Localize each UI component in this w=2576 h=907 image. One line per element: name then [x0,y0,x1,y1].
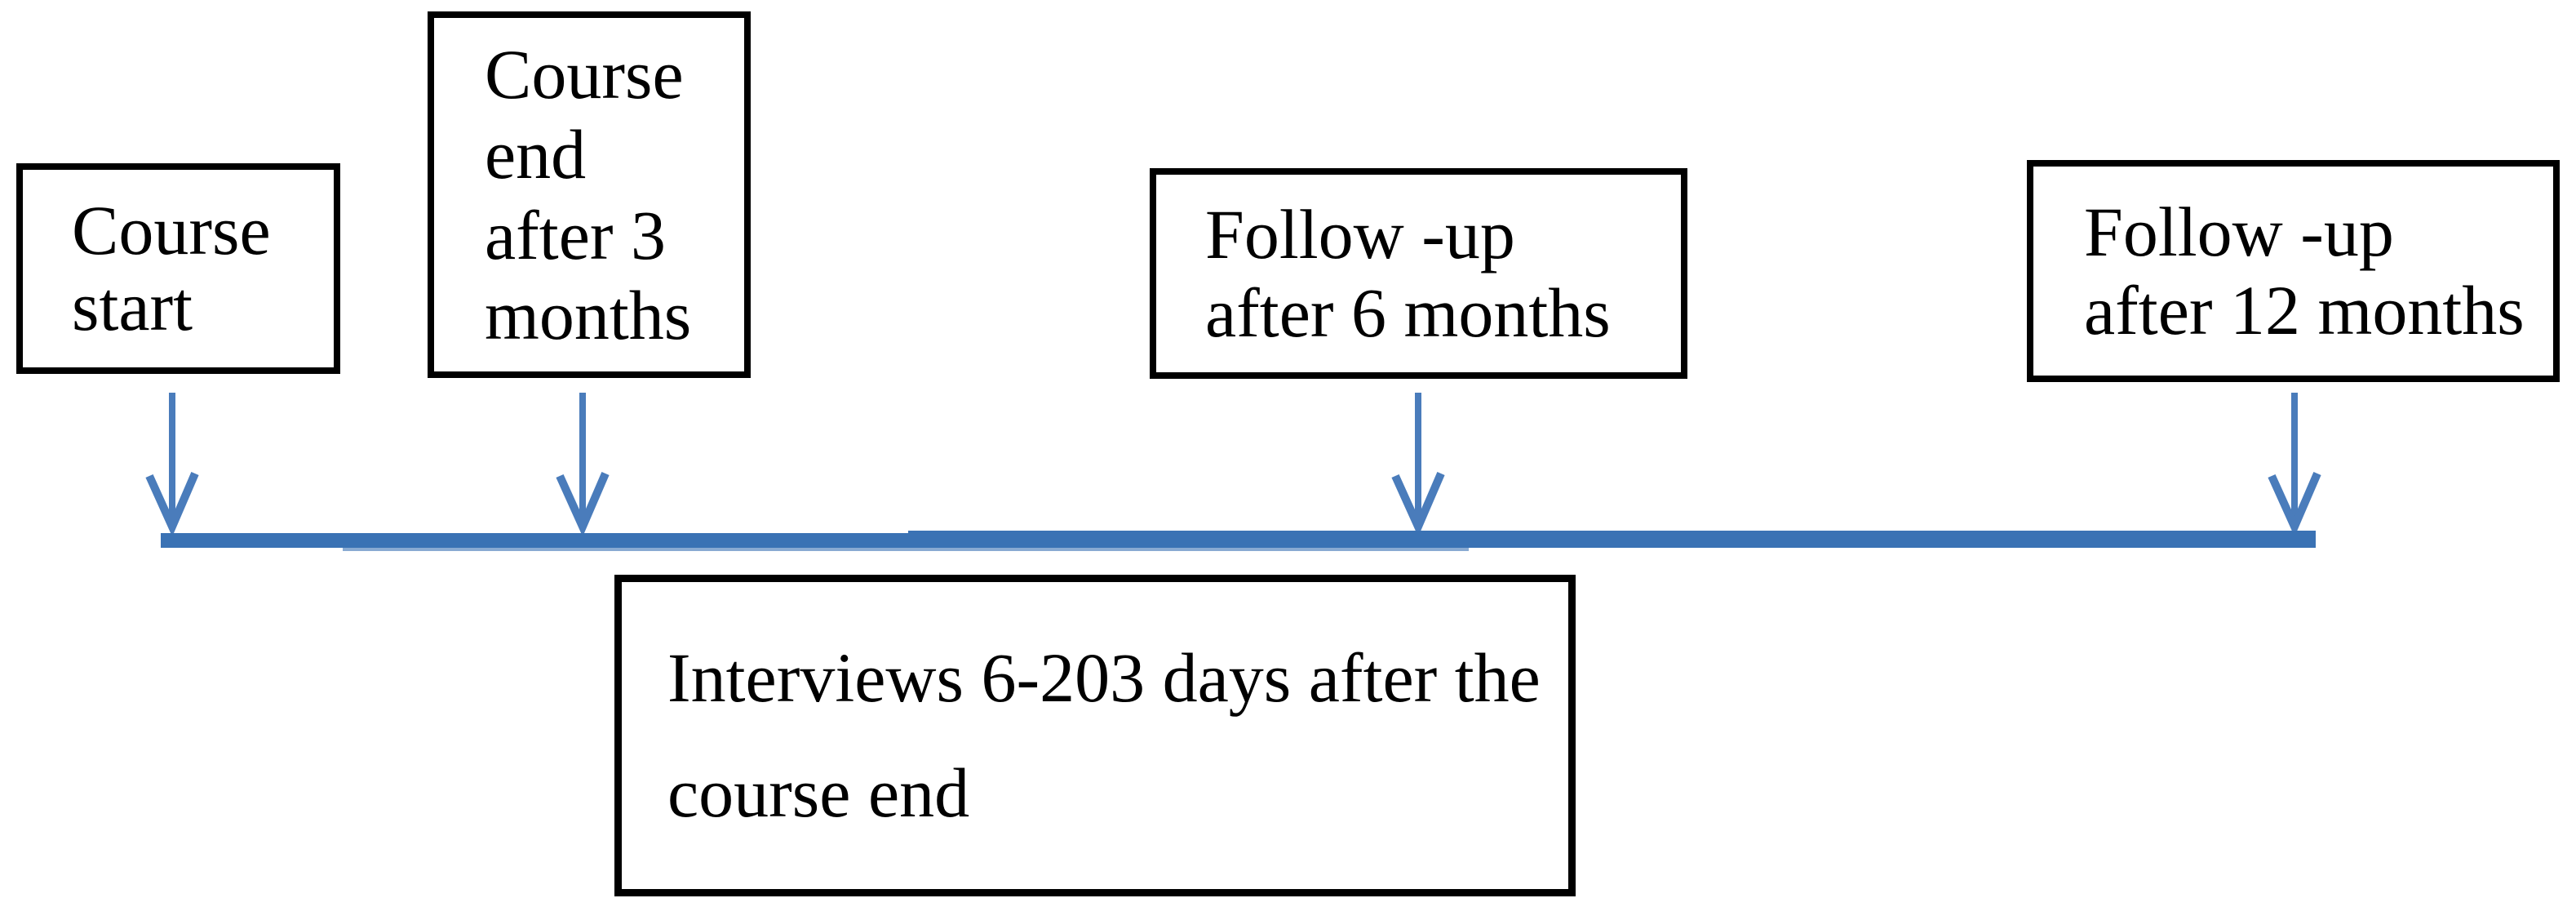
box-course-start: Course start [16,163,340,374]
course-start-label: Course start [72,191,271,345]
box-follow-up-6-months: Follow -up after 6 months [1150,168,1687,379]
down-arrow-icon [556,393,610,535]
down-arrow-icon [2268,393,2321,535]
interviews-label: Interviews 6-203 days after the course e… [667,638,1541,832]
down-arrow-icon [145,393,199,535]
follow-up-6-months-label: Follow -up after 6 months [1205,194,1611,352]
down-arrow-icon [1391,393,1445,535]
box-interviews: Interviews 6-203 days after the course e… [614,575,1576,896]
follow-up-12-months-label: Follow -up after 12 months [2084,192,2525,349]
box-follow-up-12-months: Follow -up after 12 months [2027,160,2560,382]
timeline-bar-understroke [343,548,1469,551]
timeline-bar [908,531,2316,548]
course-end-label: Course end after 3 months [485,35,692,354]
box-course-end: Course end after 3 months [428,11,751,378]
timeline-bar [161,533,910,548]
